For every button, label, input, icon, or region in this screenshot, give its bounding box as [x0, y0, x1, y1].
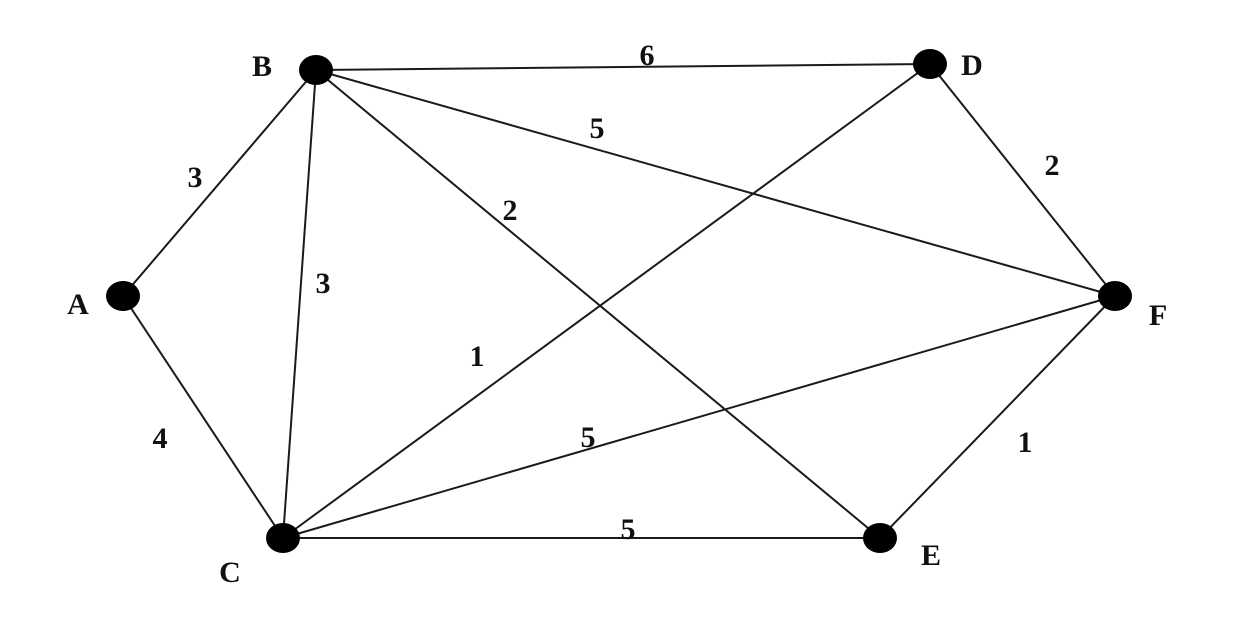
vertex-e — [863, 523, 897, 553]
edge-weight-a-c: 4 — [153, 422, 168, 455]
edge-e-f — [879, 295, 1116, 539]
vertex-label-d: D — [961, 49, 983, 82]
edge-b-f — [315, 69, 1116, 297]
vertex-label-c: C — [219, 556, 241, 589]
edge-weight-d-f: 2 — [1045, 149, 1060, 182]
vertex-d — [913, 49, 947, 79]
vertex-c — [266, 523, 300, 553]
edge-b-e — [315, 69, 881, 539]
edge-d-f — [929, 63, 1116, 297]
vertex-labels-layer: A B C D E F — [67, 49, 1167, 589]
edge-weight-b-e: 2 — [503, 194, 518, 227]
edges-layer — [122, 63, 1116, 539]
edge-b-d — [315, 63, 931, 71]
vertex-label-f: F — [1149, 299, 1167, 332]
edge-weight-a-b: 3 — [188, 161, 203, 194]
edge-c-d — [282, 63, 931, 539]
edge-weight-b-d: 6 — [640, 39, 655, 72]
edge-weight-c-f: 5 — [581, 421, 596, 454]
edge-weight-e-f: 1 — [1018, 426, 1033, 459]
edge-b-c — [282, 69, 317, 539]
vertices-layer — [106, 49, 1132, 553]
vertex-label-a: A — [67, 288, 89, 321]
edge-weight-b-f: 5 — [590, 112, 605, 145]
edge-weight-b-c: 3 — [316, 267, 331, 300]
edge-weights-layer: 6 5 2 3 2 3 1 4 5 1 5 — [153, 39, 1060, 546]
edge-a-b — [122, 69, 317, 297]
vertex-b — [299, 55, 333, 85]
vertex-label-e: E — [921, 539, 941, 572]
edge-weight-c-e: 5 — [621, 513, 636, 546]
vertex-label-b: B — [252, 50, 272, 83]
edge-weight-c-d: 1 — [470, 340, 485, 373]
vertex-a — [106, 281, 140, 311]
edge-c-f — [282, 295, 1116, 539]
edge-a-c — [122, 295, 284, 539]
vertex-f — [1098, 281, 1132, 311]
